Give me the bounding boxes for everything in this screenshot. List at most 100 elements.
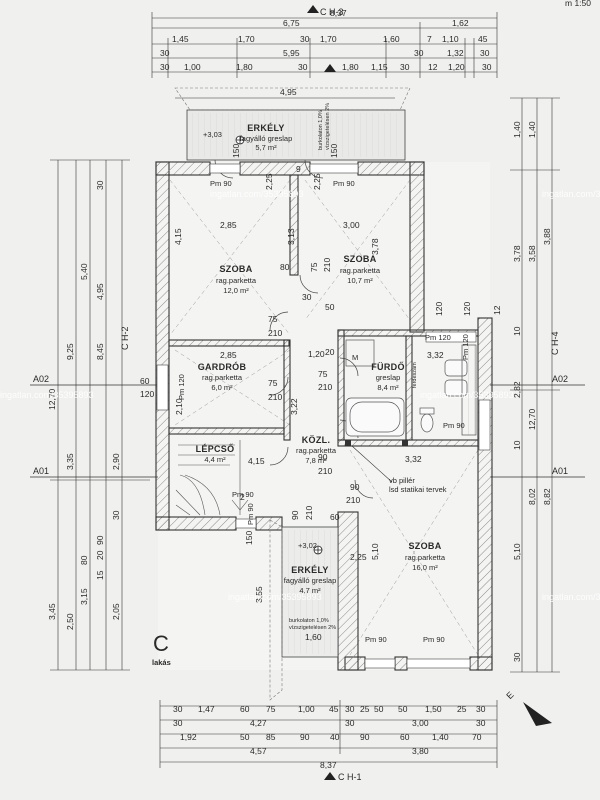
inner-dim: 2,25 bbox=[350, 552, 367, 562]
room-furdo: FÜRDŐ greslap 8,4 m² ferdeszám bbox=[371, 361, 418, 392]
inner-dim: 210 bbox=[304, 506, 314, 520]
inner-dim: 90 bbox=[290, 510, 300, 520]
inner-dim: 120 bbox=[140, 389, 154, 399]
bottom-dim: 25 bbox=[360, 704, 370, 714]
inner-dim: 3,13 bbox=[286, 228, 296, 245]
inner-dim: 2 bbox=[240, 492, 245, 502]
top-dim: 30 bbox=[160, 48, 170, 58]
scale-label: m 1:50 bbox=[565, 0, 591, 8]
left-dimension-lines bbox=[50, 159, 150, 671]
right-dim: 10 bbox=[512, 326, 522, 336]
left-dim: 2,90 bbox=[111, 453, 121, 470]
inner-dim: 3,00 bbox=[343, 220, 360, 230]
inner-dim: 1,20 bbox=[308, 349, 325, 359]
right-dim: 3,88 bbox=[542, 228, 552, 245]
bottom-dim: 75 bbox=[266, 704, 276, 714]
inner-dim: 150 bbox=[244, 531, 254, 545]
top-dim: 1,62 bbox=[452, 18, 469, 28]
top-dim: 30 bbox=[482, 62, 492, 72]
left-dim: 2,50 bbox=[65, 613, 75, 630]
left-dim: 12,70 bbox=[47, 388, 57, 410]
bottom-dim: 3,80 bbox=[412, 746, 429, 756]
bottom-dim: 1,47 bbox=[198, 704, 215, 714]
bottom-dim: 50 bbox=[398, 704, 408, 714]
note-vb-piller: vb pillér bbox=[389, 476, 415, 485]
axis-a02-right: A02 bbox=[552, 374, 568, 384]
top-dim: 1,32 bbox=[447, 48, 464, 58]
top-dim: 30 bbox=[300, 34, 310, 44]
inner-dim: 1,60 bbox=[305, 632, 322, 642]
balcony-top-outline bbox=[174, 87, 411, 161]
bottom-dim: 70 bbox=[472, 732, 482, 742]
room-floor: greslap bbox=[376, 373, 401, 382]
room-name: SZOBA bbox=[220, 264, 253, 274]
room-area: 6,0 m² bbox=[211, 383, 233, 392]
left-dim: 30 bbox=[111, 510, 121, 520]
bathroom-fixtures bbox=[345, 339, 477, 437]
top-dim: 30 bbox=[480, 48, 490, 58]
inner-dim: 30 bbox=[302, 292, 312, 302]
note-lejtes: burkolaton 1,0% bbox=[289, 618, 329, 624]
top-dim-total: 8,37 bbox=[330, 8, 347, 18]
bottom-dim: 4,27 bbox=[250, 718, 267, 728]
opening-label: Pm 90 bbox=[443, 421, 465, 430]
room-name: FÜRDŐ bbox=[371, 361, 405, 372]
room-floor: rag.parketta bbox=[216, 276, 257, 285]
level-markers bbox=[235, 135, 323, 555]
inner-dim: 12 bbox=[492, 305, 502, 315]
axis-a02-left: A02 bbox=[33, 374, 49, 384]
inner-dim: 90 bbox=[350, 482, 360, 492]
bottom-dim: 30 bbox=[173, 718, 183, 728]
stairs bbox=[175, 440, 249, 516]
bottom-dim: 30 bbox=[476, 704, 486, 714]
bottom-dim: 1,50 bbox=[425, 704, 442, 714]
room-floor: rag.parketta bbox=[296, 446, 337, 455]
room-name: LÉPCSŐ bbox=[196, 443, 235, 454]
room-area: 5,7 m² bbox=[255, 143, 277, 152]
svg-text:E: E bbox=[504, 690, 515, 701]
inner-dim: 120 bbox=[434, 302, 444, 316]
room-area: 4,4 m² bbox=[204, 455, 226, 464]
inner-dim: 2,25 bbox=[264, 173, 274, 190]
inner-dim: 3,55 bbox=[254, 586, 264, 603]
top-dim: 12 bbox=[428, 62, 438, 72]
bottom-dim: 50 bbox=[374, 704, 384, 714]
room-area: 7,8 m² bbox=[305, 456, 327, 465]
opening-label: Pm 90 bbox=[333, 179, 355, 188]
room-name: GARDRÓB bbox=[198, 361, 247, 372]
right-dim: 2,82 bbox=[512, 381, 522, 398]
door-swings bbox=[214, 159, 374, 499]
inner-dim: 3,22 bbox=[289, 398, 299, 415]
left-dim: 80 bbox=[79, 555, 89, 565]
room-name: KÖZL. bbox=[302, 435, 331, 445]
inner-dim: 20 bbox=[325, 347, 335, 357]
room-szoba-2: SZOBA rag.parketta 10,7 m² bbox=[340, 254, 381, 285]
top-dim: 6,75 bbox=[283, 18, 300, 28]
room-area: 8,4 m² bbox=[377, 383, 399, 392]
inner-dim: 50 bbox=[325, 302, 335, 312]
left-dim: 8,45 bbox=[95, 343, 105, 360]
opening-label: Pm 90 bbox=[246, 503, 255, 525]
top-dim: 30 bbox=[298, 62, 308, 72]
inner-dim: 4,15 bbox=[173, 228, 183, 245]
walls bbox=[155, 161, 493, 671]
room-lepcso: LÉPCSŐ 4,4 m² bbox=[196, 443, 235, 464]
room-kozl: KÖZL. rag.parketta 7,8 m² bbox=[296, 435, 337, 465]
inner-dim: 75 bbox=[268, 314, 278, 324]
right-dim: 10 bbox=[512, 440, 522, 450]
inner-dim: 75 bbox=[268, 378, 278, 388]
left-dim: 20 bbox=[95, 550, 105, 560]
room-name: SZOBA bbox=[344, 254, 377, 264]
right-dim: 1,40 bbox=[512, 121, 522, 138]
top-dim: 7 bbox=[427, 34, 432, 44]
inner-dim: 150 bbox=[329, 144, 339, 158]
bottom-dimension-lines bbox=[159, 700, 498, 768]
note-szigeteles: vízszigetelésen 2% bbox=[289, 625, 336, 631]
room-area: 16,0 m² bbox=[412, 563, 438, 572]
inner-dim: 210 bbox=[322, 258, 332, 272]
section-ch3-arrow bbox=[307, 5, 319, 13]
top-dim: 1,00 bbox=[184, 62, 201, 72]
top-dim: 30 bbox=[414, 48, 424, 58]
room-erkely-bottom: +3,02 ERKÉLY fagyálló greslap 4,7 m² bur… bbox=[284, 541, 337, 631]
left-dim: 30 bbox=[95, 180, 105, 190]
